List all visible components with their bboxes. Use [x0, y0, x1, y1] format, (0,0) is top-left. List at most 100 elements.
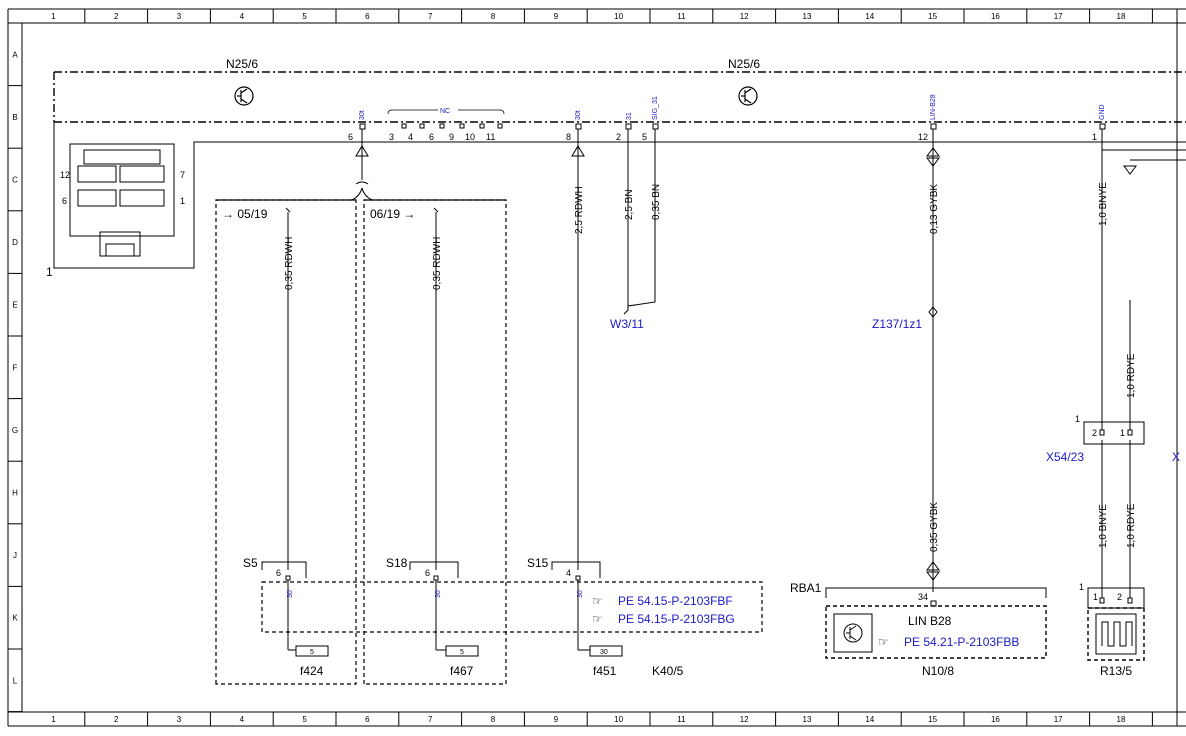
- r13-name: R13/5: [1100, 664, 1132, 678]
- terminal-30-c: 30: [577, 590, 584, 598]
- wire-label-1: 0,35 RDWH: [284, 237, 295, 290]
- fuse-f451-value: 30: [600, 649, 608, 656]
- signal-30t-b: 30t: [575, 110, 582, 120]
- column-label: 2: [114, 715, 119, 724]
- column-label: 13: [803, 12, 812, 21]
- wire-label-6: 0,13 GYBK: [929, 184, 940, 234]
- column-label: 7: [428, 12, 433, 21]
- pointer-hand-icon: ☞: [592, 594, 603, 608]
- column-label: 15: [928, 715, 937, 724]
- column-label: 12: [740, 12, 749, 21]
- column-label: 1: [51, 715, 56, 724]
- column-label: 9: [554, 12, 559, 21]
- column-label: 14: [865, 12, 874, 21]
- column-label: 8: [491, 715, 496, 724]
- column-label: 14: [865, 715, 874, 724]
- terminal-30-b: 30: [435, 590, 442, 598]
- connector-number: 1: [46, 265, 53, 279]
- pin-6: 6: [348, 132, 353, 142]
- pe-reference-2[interactable]: PE 54.15-P-2103FBG: [618, 612, 735, 626]
- ref-06-19: 06/19 →: [370, 207, 415, 221]
- plug-pin-6: 6: [62, 196, 67, 206]
- nc-bracket: [387, 109, 505, 115]
- column-label: 4: [240, 715, 245, 724]
- plug-pin-12: 12: [60, 170, 70, 180]
- column-label: 1: [51, 12, 56, 21]
- module-label-right: N25/6: [728, 57, 760, 71]
- pe-reference-1[interactable]: PE 54.15-P-2103FBF: [618, 594, 733, 608]
- pin-4: 4: [408, 132, 413, 142]
- wire-label-11: 1,0 RDYE: [1126, 503, 1137, 548]
- row-label: A: [12, 50, 18, 59]
- pin-1: 1: [1092, 132, 1097, 142]
- pin-11: 11: [486, 132, 495, 142]
- pin-terminals: [359, 123, 1106, 130]
- column-label: 3: [177, 715, 182, 724]
- fuse-switches: [261, 561, 623, 657]
- n10-name: N10/8: [922, 664, 954, 678]
- wire-label-2: 0,35 RDWH: [432, 237, 443, 290]
- column-label: 18: [1117, 715, 1126, 724]
- column-label: 10: [614, 715, 623, 724]
- n10-module-box: [825, 605, 1047, 659]
- column-label: 3: [177, 12, 182, 21]
- row-label: J: [13, 551, 17, 560]
- signal-sig31: SIG_31: [652, 96, 659, 120]
- r13-pin-1: 1: [1093, 592, 1098, 602]
- s5-pin: 6: [276, 568, 281, 578]
- column-label: 9: [554, 715, 559, 724]
- fuse-f424-value: 5: [310, 649, 314, 656]
- signal-linb28: LIN-B28: [930, 94, 937, 120]
- transistor-icon: [234, 86, 254, 106]
- x54-connector: [1083, 421, 1145, 445]
- transistor-icon: [738, 86, 758, 106]
- pin-9: 9: [449, 132, 454, 142]
- x54-next: X: [1172, 450, 1180, 464]
- terminal-30-a: 30: [287, 590, 294, 598]
- column-label: 5: [302, 12, 307, 21]
- wire-label-10: 1,0 BNYE: [1098, 504, 1109, 548]
- r13-component: [1087, 587, 1145, 661]
- x54-number: 1: [1075, 414, 1080, 424]
- wire-label-9: 1,0 RDYE: [1126, 353, 1137, 398]
- signal-gnd: GND: [1099, 104, 1106, 120]
- ref-z137: Z137/1z1: [872, 317, 922, 331]
- fuse-f424: f424: [300, 664, 324, 678]
- column-label: 7: [428, 715, 433, 724]
- signal-30t-a: 30t: [359, 110, 366, 120]
- plug-pin-7: 7: [180, 170, 185, 180]
- pin-12: 12: [918, 132, 928, 142]
- x54-name: X54/23: [1046, 450, 1084, 464]
- switch-s18: S18: [386, 556, 408, 570]
- row-label: C: [12, 176, 18, 185]
- column-label: 16: [991, 12, 1000, 21]
- relay-k40-5: K40/5: [652, 664, 684, 678]
- switch-s5: S5: [243, 556, 258, 570]
- column-label: 12: [740, 715, 749, 724]
- column-label: 15: [928, 12, 937, 21]
- column-label: 5: [302, 715, 307, 724]
- column-label: 11: [677, 715, 686, 724]
- n10-module: [825, 587, 1047, 607]
- module-label-left: N25/6: [226, 57, 258, 71]
- pin-6b: 6: [429, 132, 434, 142]
- column-label: 10: [614, 12, 623, 21]
- x54-pin-2: 2: [1092, 428, 1097, 438]
- s18-pin: 6: [425, 568, 430, 578]
- pe-reference-3[interactable]: PE 54.21-P-2103FBB: [904, 635, 1019, 649]
- row-label: D: [12, 238, 18, 247]
- plug-pin-1: 1: [180, 196, 185, 206]
- row-label: B: [12, 113, 17, 122]
- pointer-hand-icon: ☞: [592, 612, 603, 626]
- row-label: K: [12, 614, 18, 623]
- fuse-f451: f451: [593, 664, 617, 678]
- signal-nc: NC: [440, 108, 450, 115]
- column-label: 2: [114, 12, 119, 21]
- column-label: 11: [677, 12, 686, 21]
- fuse-f467: f467: [450, 664, 474, 678]
- column-label: 13: [803, 715, 812, 724]
- wire-label-8: 1,0 BNYE: [1098, 182, 1109, 226]
